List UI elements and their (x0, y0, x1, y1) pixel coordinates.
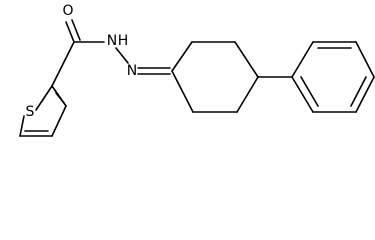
atom-label-oxygen: O (62, 3, 73, 19)
bond-c5-s (19, 115, 25, 137)
bond-cy1-cy2 (171, 41, 193, 72)
chemical-structure: O S N H N (19, 3, 375, 137)
bond-ph3-ph4 (355, 41, 375, 78)
atom-label-nitrogen-imine: N (127, 63, 137, 79)
bond-carbonyl-o-b (71, 19, 81, 41)
bond-ph4-ph5 (355, 76, 375, 113)
bond-s-c2 (35, 85, 53, 111)
hydrazone-double-bond (137, 67, 171, 75)
bond-ph6-ph1 (291, 76, 314, 113)
bond-c2-carbonyl (51, 41, 75, 87)
amide-linker (51, 19, 129, 87)
bond-ph4-ph5-inner (350, 76, 367, 107)
bond-c2-c3-inner (55, 92, 65, 104)
atom-label-nitrogen-amide: N (107, 33, 117, 49)
bond-ph6-ph1-inner (300, 76, 319, 107)
atom-label-hydrogen: H (118, 33, 129, 49)
bond-c3-c4 (51, 105, 67, 137)
bond-nh-n (115, 47, 129, 64)
thiophene-ring (19, 85, 67, 137)
bond-ph1-ph2 (291, 41, 314, 78)
bond-carbonyl-o-a (65, 21, 75, 43)
bond-cy3-cy4 (234, 41, 259, 78)
phenyl-ring (291, 41, 375, 113)
atom-label-sulfur: S (26, 104, 35, 120)
cyclohexane-ring (171, 41, 259, 113)
bond-cy4-cy5 (236, 76, 259, 113)
bond-cy6-cy1 (171, 70, 194, 113)
